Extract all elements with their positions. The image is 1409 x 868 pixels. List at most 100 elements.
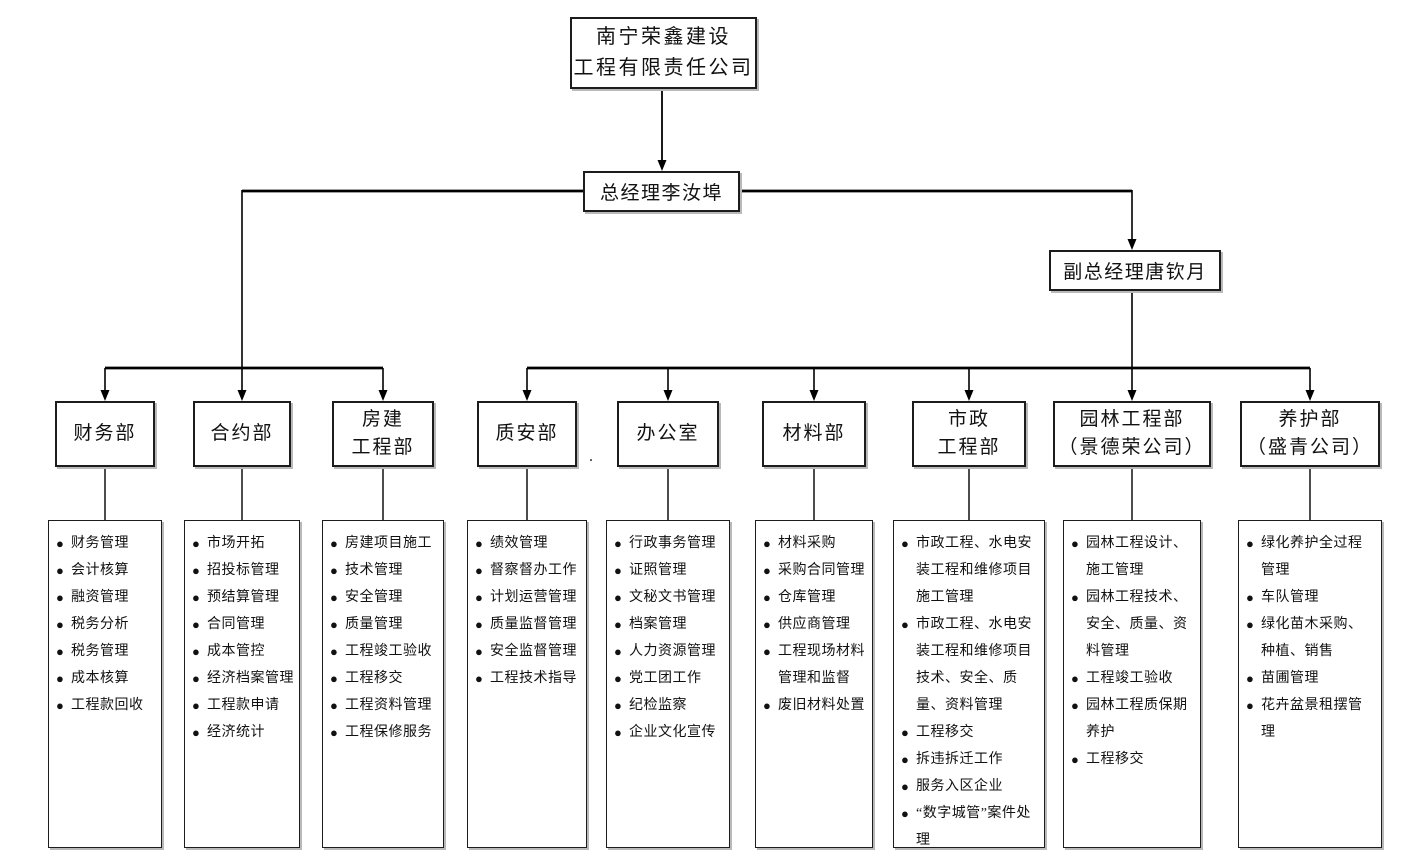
duty-item: ●工程现场材料管理和监督 [763,638,867,692]
bullet-icon: ● [614,590,623,605]
arrow-down-icon [1127,239,1137,250]
company-name-line2: 工程有限责任公司 [573,57,754,79]
duty-item: ●仓库管理 [763,584,867,611]
duty-item: ●档案管理 [614,611,724,638]
dept-name-line2: 工程部 [351,437,415,458]
bullet-icon: ● [56,536,65,551]
duty-list-municipal-engineering: ●市政工程、水电安装工程和维修项目施工管理●市政工程、水电安装工程和维修项目技术… [893,520,1045,848]
bullet-icon: ● [763,617,772,632]
bullet-icon: ● [901,752,910,767]
duty-item: ●工程竣工验收 [330,638,438,665]
duty-text: 绩效管理 [490,536,548,551]
bullet-icon: ● [763,536,772,551]
stray-period: . [589,448,593,465]
duty-item: ● 成本管控 [192,638,294,665]
duty-item: ● 税务管理 [56,638,156,665]
duty-item: ● 园林工程设计、施工管理 [1071,530,1195,584]
duty-item: ● 文秘文书管理 [614,584,724,611]
bullet-icon: ● [901,617,910,632]
duty-item: ● 工程竣工验收 [1071,665,1195,692]
duty-item: ●税务分析 [56,611,156,638]
bullet-icon: ● [1071,536,1080,551]
arrow-down-icon [1127,390,1137,401]
duty-item: ●会计核算 [56,557,156,584]
duty-item: ●工程资料管理 [330,692,438,719]
bullet-icon: ● [56,563,65,578]
duty-text: 工程移交 [916,725,974,740]
dept-name: 房建 [361,409,404,430]
dept-name: 园林工程部 [1079,409,1185,430]
duty-text: 工程技术指导 [490,671,577,686]
general-manager-box: 总经理李汝埠 [583,171,740,212]
dept-box-landscape-engineering: 园林工程部 （景德荣公司） [1053,401,1211,467]
bullet-icon: ● [56,644,65,659]
duty-item: ●计划运营管理 [475,584,581,611]
bullet-icon: ● [330,617,339,632]
duty-item: ●质量管理 [330,611,438,638]
duty-text: 工程移交 [345,671,403,686]
bullet-icon: ● [475,617,484,632]
duty-text: 行政事务管理 [629,536,716,551]
duty-text: 绿化苗木采购、种植、销售 [1261,617,1363,659]
duty-text: 仓库管理 [778,590,836,605]
bullet-icon: ● [614,698,623,713]
dept-box-quality-safety: 质安部 [477,401,577,467]
duty-item: ●苗圃管理 [1246,665,1376,692]
dept-name: 质安部 [495,423,559,444]
bullet-icon: ● [901,779,910,794]
duty-item: ●废旧材料处置 [763,692,867,719]
duty-text: 工程现场材料管理和监督 [778,644,865,686]
duty-list-contracts: ●市场开拓●招投标管理●预结算管理●合同管理●成本管控●经济档案管理●工程款申请… [184,520,300,848]
dept-name: 材料部 [782,423,846,444]
duty-text: 采购合同管理 [778,563,865,578]
bullet-icon: ● [614,563,623,578]
dept-name-line2: （景德荣公司） [1058,437,1206,458]
duty-item: ●纪检监察 [614,692,724,719]
duty-text: 招投标管理 [207,563,280,578]
dept-box-materials: 材料部 [762,401,866,467]
duty-item: ●技术管理 [330,557,438,584]
duty-list-finance: ●财务管理●会计核算●融资管理●税务分析●税务管理●成本核算●工程款回收 [48,520,162,848]
duty-item: ●质量监督管理 [475,611,581,638]
duty-text: 园林工程设计、施工管理 [1086,536,1188,578]
duty-text: 工程款申请 [207,698,280,713]
bullet-icon: ● [475,644,484,659]
duty-item: ●拆违拆迁工作 [901,746,1039,773]
bullet-icon: ● [1246,671,1255,686]
duty-item: ●安全监督管理 [475,638,581,665]
duty-text: 文秘文书管理 [629,590,716,605]
duty-text: “数字城管”案件处理 [916,806,1031,848]
duty-item: ●党工团工作 [614,665,724,692]
deputy-general-manager-box: 副总经理唐钦月 [1049,250,1221,291]
dept-name-line2: 工程部 [937,437,1001,458]
dept-box-housing-construction: 房建 工程部 [332,401,434,467]
duty-item: ●经济统计 [192,719,294,746]
duty-item: ●市政工程、水电安装工程和维修项目施工管理 [901,530,1039,611]
duty-text: 市政工程、水电安装工程和维修项目施工管理 [916,536,1032,605]
duty-item: ●证照管理 [614,557,724,584]
bullet-icon: ● [1071,671,1080,686]
company-name-line1: 南宁荣鑫建设 [596,26,731,48]
duty-text: 税务管理 [71,644,129,659]
duty-text: 工程竣工验收 [1086,671,1173,686]
bullet-icon: ● [1071,590,1080,605]
duty-text: 档案管理 [629,617,687,632]
arrow-down-icon [663,390,673,401]
duty-item: ●财务管理 [56,530,156,557]
duty-item: ●工程移交 [901,719,1039,746]
duty-text: 成本管控 [207,644,265,659]
duty-item: ●园林工程技术、安全、质量、资料管理 [1071,584,1195,665]
duty-text: 废旧材料处置 [778,698,865,713]
duty-item: ●工程移交 [1071,746,1195,773]
bullet-icon: ● [475,536,484,551]
duty-item: ● 行政事务管理 [614,530,724,557]
duty-item: ●车队管理 [1246,584,1376,611]
bullet-icon: ● [330,698,339,713]
bullet-icon: ● [56,698,65,713]
duty-text: 园林工程质保期养护 [1086,698,1188,740]
bullet-icon: ● [614,536,623,551]
duty-item: ●招投标管理 [192,557,294,584]
dept-box-finance: 财务部 [55,401,155,467]
duty-item: ●服务入区企业 [901,773,1039,800]
bullet-icon: ● [192,644,201,659]
